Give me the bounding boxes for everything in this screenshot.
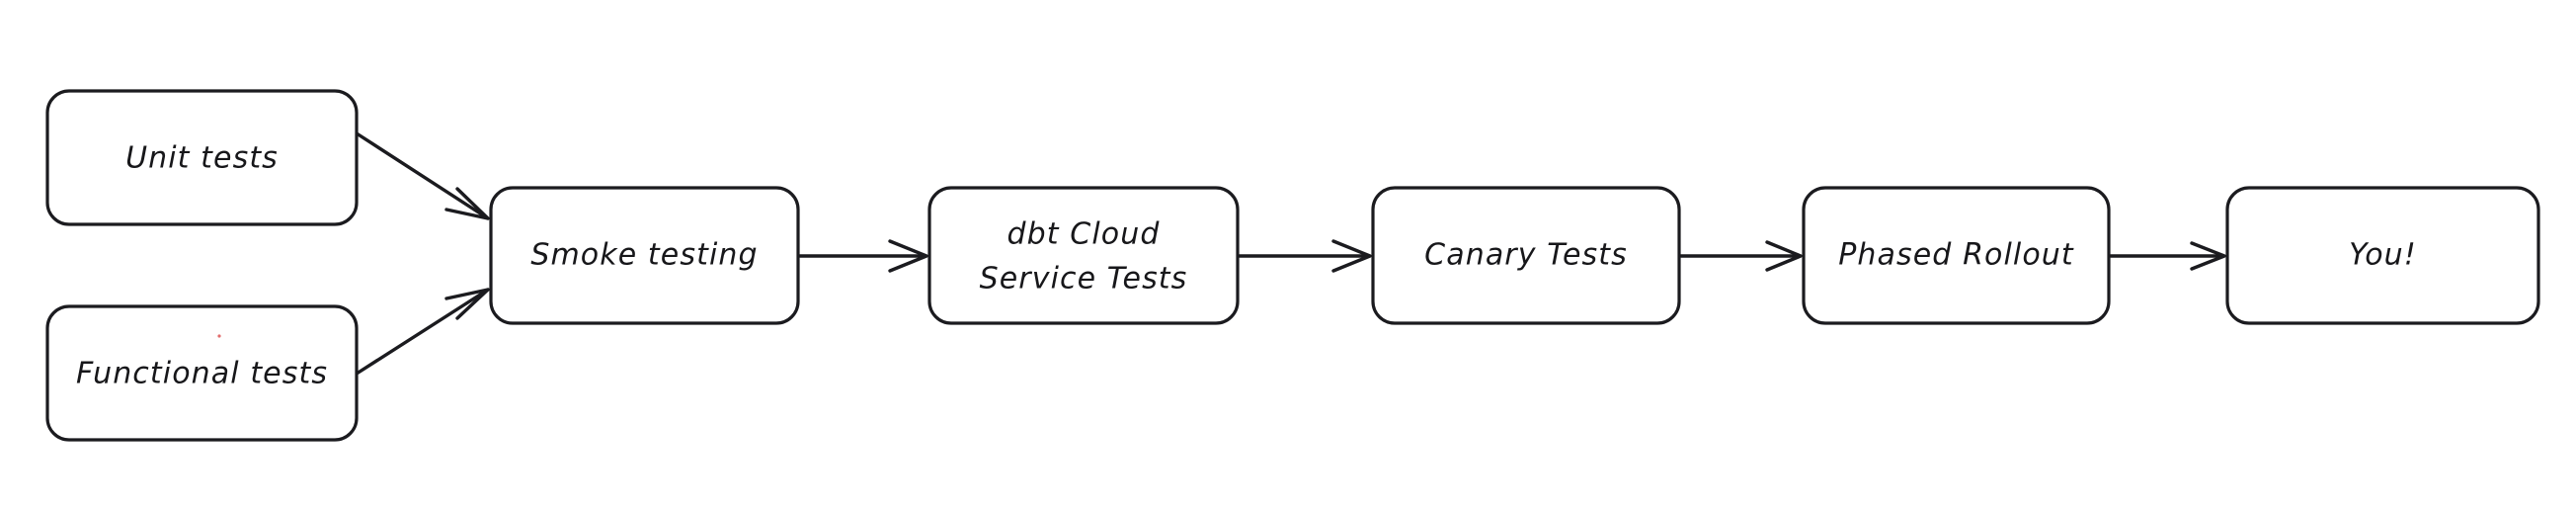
stray-dot-icon — [217, 334, 221, 338]
node-shape[interactable] — [1371, 186, 1681, 325]
node-you[interactable]: You! — [2225, 186, 2540, 325]
edge-line — [355, 288, 490, 376]
node-shape[interactable] — [45, 89, 359, 226]
node-label: Smoke testing — [530, 238, 758, 273]
node-shape[interactable] — [1802, 186, 2111, 325]
node-label: Canary Tests — [1424, 238, 1628, 273]
node-shape[interactable] — [2225, 186, 2540, 325]
arrowhead-icon — [1331, 239, 1372, 273]
node-label-line-1: dbt Cloud — [1007, 217, 1161, 252]
edge-dbt-cloud-service-tests-to-canary-tests — [1238, 239, 1372, 273]
arrowhead-icon — [888, 239, 928, 273]
node-label: Unit tests — [125, 141, 279, 176]
arrowhead-icon — [2190, 241, 2226, 271]
node-label: Functional tests — [76, 357, 328, 391]
node-shape[interactable] — [927, 186, 1240, 325]
node-label: You! — [2349, 238, 2417, 273]
node-functional-tests[interactable]: Functional tests — [45, 304, 359, 442]
node-label: Phased Rollout — [1838, 238, 2074, 273]
node-label-line-2: Service Tests — [980, 262, 1188, 297]
edge-canary-tests-to-phased-rollout — [1679, 240, 1803, 272]
node-shape[interactable] — [489, 186, 800, 325]
edge-functional-tests-to-smoke-testing — [355, 288, 490, 376]
arrowhead-icon — [444, 187, 490, 220]
arrowhead-icon — [444, 288, 490, 320]
node-phased-rollout[interactable]: Phased Rollout — [1802, 186, 2111, 325]
edge-unit-tests-to-smoke-testing — [355, 131, 490, 220]
arrowhead-icon — [1765, 240, 1803, 272]
node-smoke-testing[interactable]: Smoke testing — [489, 186, 800, 325]
edge-line — [355, 131, 490, 220]
node-shape[interactable] — [45, 304, 359, 442]
node-canary-tests[interactable]: Canary Tests — [1371, 186, 1681, 325]
edge-smoke-testing-to-dbt-cloud-service-tests — [798, 239, 928, 273]
node-dbt-cloud-service-tests[interactable]: dbt Cloud Service Tests — [927, 186, 1240, 325]
edge-phased-rollout-to-you — [2109, 241, 2226, 271]
node-unit-tests[interactable]: Unit tests — [45, 89, 359, 226]
